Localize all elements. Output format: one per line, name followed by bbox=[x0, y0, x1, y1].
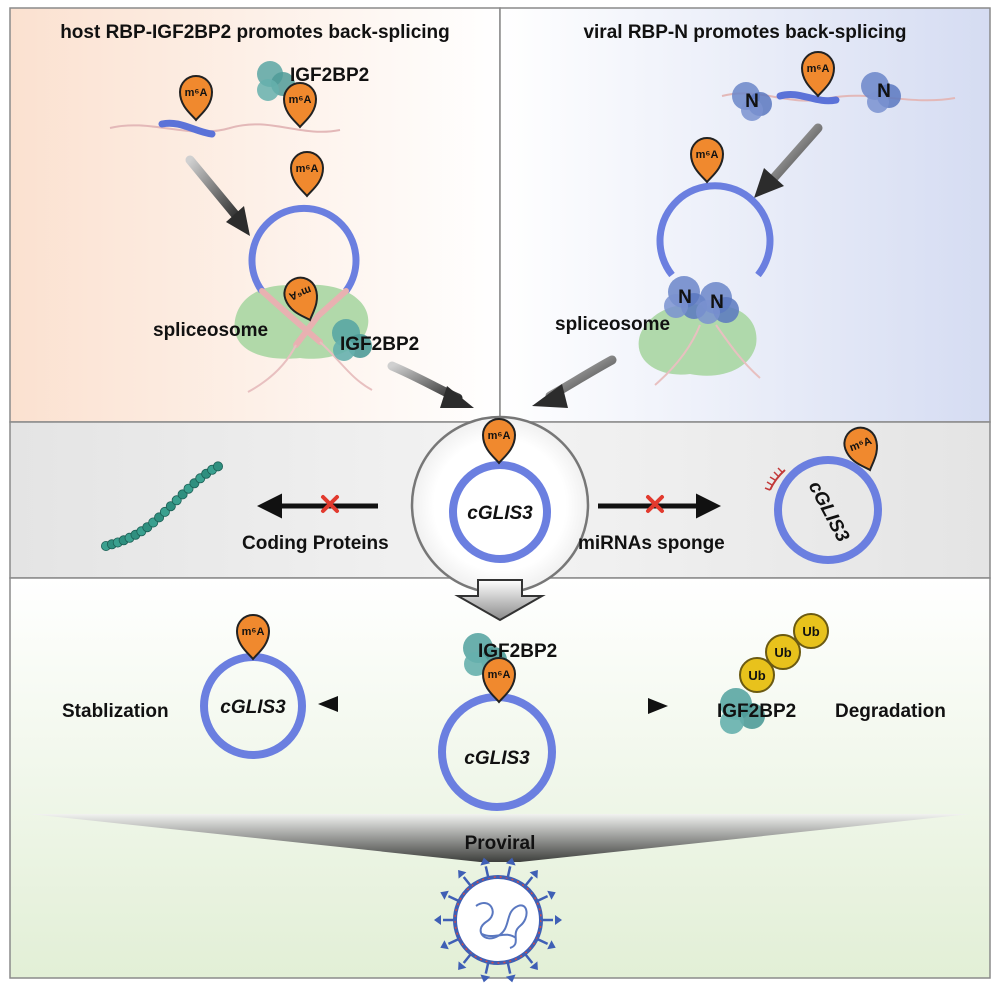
proviral-funnel bbox=[30, 814, 970, 862]
red-x-block-icon bbox=[646, 495, 664, 513]
center-cglis3-highlight bbox=[410, 415, 590, 595]
peptide-bead bbox=[165, 501, 176, 512]
viral-arrow-1 bbox=[754, 123, 823, 198]
virus-spike-head bbox=[555, 915, 562, 925]
m6a-label: m⁶A bbox=[296, 163, 319, 175]
spliceosome-label-viral: spliceosome bbox=[555, 314, 670, 335]
m6a-label: m⁶A bbox=[185, 87, 208, 99]
m6a-pin-icon: m⁶A bbox=[283, 82, 317, 128]
virus-spike bbox=[447, 894, 460, 903]
host-panel-bg bbox=[9, 7, 501, 423]
virus-spike-head bbox=[480, 857, 491, 866]
virus-spike bbox=[536, 894, 549, 903]
virus-spike bbox=[484, 866, 490, 879]
virus-spike bbox=[462, 876, 473, 888]
cglis3-label-left: cGLIS3 bbox=[220, 697, 286, 718]
virus-spike-head bbox=[505, 974, 516, 983]
igf2bp2-protein-icon bbox=[332, 319, 372, 361]
virus-spike-head bbox=[458, 870, 467, 879]
virus-spike-head bbox=[529, 961, 538, 970]
n-protein-icon bbox=[696, 282, 739, 324]
host-arrow-to-center bbox=[387, 361, 474, 408]
igf2bp2-label-bottom: IGF2BP2 bbox=[478, 641, 557, 662]
mirna-sponge-label: miRNAs sponge bbox=[578, 533, 725, 554]
m6a-pin-icon: m⁶A bbox=[236, 614, 270, 660]
m6a-pin-icon: m⁶A bbox=[690, 137, 724, 183]
virus-spike-head bbox=[529, 870, 538, 879]
m6a-pin-icon: m⁶A bbox=[838, 422, 887, 477]
peptide-chain-icon bbox=[101, 461, 223, 552]
virus-spike bbox=[523, 952, 534, 964]
virus-spike bbox=[462, 952, 473, 964]
ubiquitin-icon bbox=[793, 613, 829, 649]
m6a-label: m⁶A bbox=[807, 63, 830, 75]
m6a-pin-icon: m⁶A bbox=[290, 151, 324, 197]
virus-spike-head bbox=[458, 961, 467, 970]
m6a-label: m⁶A bbox=[696, 149, 719, 161]
virus-spike-head bbox=[547, 890, 556, 900]
m6a-pin-icon: m⁶A bbox=[801, 51, 835, 97]
cglis3-label-center: cGLIS3 bbox=[467, 503, 533, 524]
ubiquitin-icon bbox=[739, 657, 775, 693]
virus-spike bbox=[506, 866, 512, 879]
host-circrna-ring bbox=[247, 204, 373, 393]
n-protein-label: N bbox=[877, 81, 891, 102]
igf2bp2-protein-icon bbox=[720, 688, 765, 734]
n-protein-icon bbox=[732, 82, 772, 121]
virus-spike bbox=[523, 876, 534, 888]
m6a-pin-icon: m⁶A bbox=[482, 657, 516, 703]
viral-arrow-to-center bbox=[532, 355, 617, 408]
peptide-bead bbox=[171, 495, 182, 506]
proviral-label: Proviral bbox=[465, 833, 536, 854]
right-cglis3-ring bbox=[774, 456, 882, 564]
virus-spike-head bbox=[440, 890, 449, 900]
igf2bp2-label-degradation: IGF2BP2 bbox=[717, 701, 796, 722]
viral-panel-title: viral RBP-N promotes back-splicing bbox=[583, 22, 906, 43]
degradation-arrow bbox=[568, 698, 668, 714]
igf2bp2-label-top: IGF2BP2 bbox=[290, 65, 369, 86]
n-protein-label: N bbox=[745, 91, 759, 112]
igf2bp2-label-host: IGF2BP2 bbox=[340, 334, 419, 355]
host-mrna-strand bbox=[109, 119, 341, 138]
degradation-label: Degradation bbox=[835, 701, 946, 722]
m6a-pin-icon: m⁶A bbox=[278, 272, 327, 327]
host-panel-title: host RBP-IGF2BP2 promotes back-splicing bbox=[60, 22, 450, 43]
ubiquitin-label: Ub bbox=[774, 645, 791, 660]
m6a-label: m⁶A bbox=[242, 626, 265, 638]
virus-spike bbox=[447, 937, 460, 946]
virus-spike bbox=[484, 961, 490, 974]
peptide-bead bbox=[212, 461, 223, 472]
big-down-arrow-icon bbox=[454, 579, 546, 622]
ubiquitin-label: Ub bbox=[802, 624, 819, 639]
n-protein-label: N bbox=[710, 292, 724, 313]
viral-circrna-ring bbox=[654, 182, 774, 386]
virus-spike bbox=[536, 937, 549, 946]
mirna-binding-comb bbox=[764, 467, 786, 491]
stabilization-arrow bbox=[318, 696, 418, 712]
red-x-block-icon bbox=[321, 495, 339, 513]
m6a-label: m⁶A bbox=[488, 430, 511, 442]
virus-spike-head bbox=[440, 940, 449, 950]
virus-spike-head bbox=[434, 915, 441, 925]
cglis3-label-bottom-center: cGLIS3 bbox=[464, 748, 530, 769]
virus-spike-head bbox=[480, 974, 491, 983]
spliceosome-label-host: spliceosome bbox=[153, 320, 268, 341]
stabilization-label: Stablization bbox=[62, 701, 169, 722]
host-arrow-1 bbox=[185, 155, 250, 236]
virus-icon bbox=[434, 857, 562, 983]
ubiquitin-icon bbox=[765, 634, 801, 670]
n-protein-icon bbox=[861, 72, 901, 113]
m6a-pin-icon: m⁶A bbox=[179, 75, 213, 121]
virus-spike-head bbox=[505, 857, 516, 866]
m6a-pin-icon: m⁶A bbox=[482, 418, 516, 464]
virus-spike bbox=[506, 961, 512, 974]
virus-spike-head bbox=[547, 940, 556, 950]
m6a-label: m⁶A bbox=[488, 669, 511, 681]
n-protein-label: N bbox=[678, 287, 692, 308]
m6a-label: m⁶A bbox=[289, 94, 312, 106]
ubiquitin-label: Ub bbox=[748, 668, 765, 683]
coding-proteins-label: Coding Proteins bbox=[242, 533, 389, 554]
